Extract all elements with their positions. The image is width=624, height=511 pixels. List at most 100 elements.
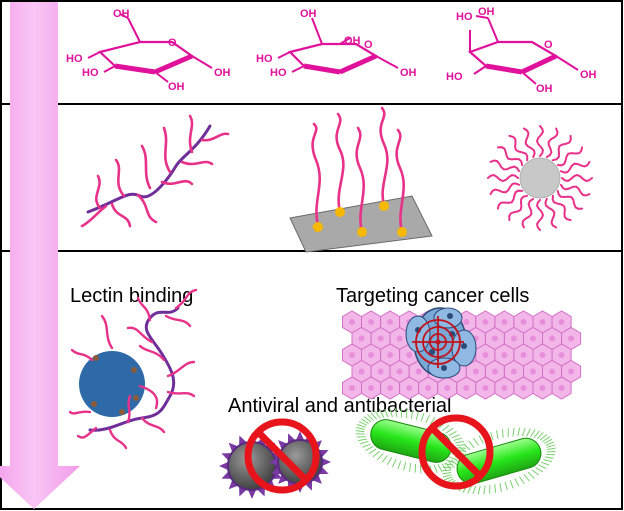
antiviral-illustration <box>219 418 331 499</box>
cell-nucleus <box>377 368 384 375</box>
bacteria-pilus <box>356 436 366 438</box>
bacteria-pilus <box>425 414 430 423</box>
bacteria-pilus <box>400 408 403 418</box>
nanoparticle-glycan-chain <box>556 189 584 210</box>
cell-nucleus <box>568 368 575 375</box>
sugar-3-label-lower-left: HO <box>446 71 463 83</box>
nanoparticle-glycan-chain <box>551 194 572 222</box>
cell-nucleus <box>530 335 536 342</box>
sugar-1-label-lower-left: HO <box>82 67 99 79</box>
bacteria-pilus <box>494 484 496 493</box>
sugar-1-label-top: OH <box>113 8 130 20</box>
bacteria-pilus <box>483 485 486 495</box>
cell-nucleus <box>387 385 394 391</box>
cell-nucleus <box>425 385 432 391</box>
virus-spike <box>269 458 278 466</box>
bacteria-pilus <box>473 438 479 446</box>
progression-arrow <box>0 2 80 509</box>
cell-nucleus <box>539 385 546 391</box>
cancer-targeting-illustration <box>342 307 582 400</box>
bacteria-pilus <box>540 461 550 466</box>
bacteria-pilus <box>363 416 372 423</box>
bacteria-pilus <box>365 446 374 451</box>
nanoparticle-glycan-chain <box>521 197 535 229</box>
bacteria-pilus <box>446 459 455 463</box>
cell-nucleus <box>482 319 489 325</box>
sugar-1-label-bottom: OH <box>168 81 185 93</box>
prohibit-bacteria-icon <box>418 414 494 490</box>
bacteria-pilus <box>403 461 407 471</box>
nanoparticle-glycan-chain <box>508 134 529 162</box>
sugar-3-label-top: OH <box>478 6 495 18</box>
nanoparticle-glycan-chain <box>559 160 591 174</box>
cell-nucleus <box>501 385 508 391</box>
virus-spike <box>278 474 288 484</box>
bacteria-pilus <box>361 418 369 424</box>
nanoparticle-glycan-chain <box>522 127 536 159</box>
bacteria-pilus <box>445 427 454 434</box>
virus-spike <box>278 440 288 450</box>
cell-nucleus <box>501 319 508 325</box>
sugar-2-label-right: OH <box>400 67 417 79</box>
cell-nucleus <box>368 319 375 325</box>
bacteria-pilus <box>437 464 443 473</box>
cell-nucleus <box>463 385 470 391</box>
cell-nucleus <box>349 319 355 325</box>
linear-glycopolymer <box>80 114 230 228</box>
bacteria-pilus <box>539 434 548 441</box>
bacteria-pilus <box>367 414 374 421</box>
bacteria-pilus <box>504 481 508 491</box>
bacteria-pilus <box>410 410 413 420</box>
bacteria-pilus <box>453 437 463 441</box>
cell-nucleus <box>396 335 403 342</box>
sugar-2-label-left: HO <box>256 53 273 65</box>
cell-nucleus <box>558 319 565 325</box>
bacteria-pilus <box>519 476 525 484</box>
cell-nucleus <box>406 352 413 358</box>
cell-nucleus <box>520 385 527 391</box>
cell-nucleus <box>415 368 422 375</box>
nanoparticle-glycan-chain <box>551 134 572 162</box>
bacteria-pilus <box>448 456 458 461</box>
bacteria-pilus <box>499 483 502 492</box>
cell-nucleus <box>387 319 394 325</box>
nanoparticle-glycan-chain <box>496 146 524 167</box>
cell-nucleus <box>406 385 413 391</box>
cell-nucleus <box>349 352 355 358</box>
bacteria-pilus <box>433 464 438 473</box>
bacteria-pilus <box>537 432 544 439</box>
bacteria-pilus <box>397 460 402 469</box>
bacteria-pilus <box>531 469 539 476</box>
nanoparticle-glycan-chain <box>544 197 558 229</box>
cell-nucleus <box>368 352 375 358</box>
bacteria-pilus <box>538 464 547 469</box>
lectin-binding-illustration <box>68 288 198 450</box>
cell-nucleus <box>520 352 527 358</box>
cell-nucleus <box>472 368 479 375</box>
bacteria-pilus <box>442 474 452 478</box>
bacteria-pilus <box>358 421 368 426</box>
nanoparticle-glycan-chain <box>561 173 593 182</box>
cell-nucleus <box>358 368 365 375</box>
bacteria-pilus <box>443 476 453 481</box>
bacteria-pilus <box>546 444 556 448</box>
bacteria-pilus <box>472 485 477 495</box>
cell-nucleus <box>501 352 508 358</box>
bacteria-pilus <box>478 435 484 444</box>
bacteria-pilus <box>357 438 367 441</box>
nanoparticle-glycan-chain <box>508 194 529 222</box>
cell-nucleus <box>539 352 546 358</box>
sugar-molecule-1: OH O HO HO OH OH <box>66 8 231 93</box>
bacteria-pilus <box>496 430 499 439</box>
bacteria-pilus <box>355 430 365 433</box>
bacteria-pilus <box>442 472 452 475</box>
cell-nucleus <box>491 368 498 375</box>
bacteria-pilus <box>459 446 467 453</box>
sugar-2-label-lower-left: HO <box>270 67 287 79</box>
bacteria-pilus <box>455 441 465 444</box>
sugar-1-label-ring-o: O <box>168 37 177 49</box>
cell-nucleus <box>444 385 451 391</box>
sugar-2-label-top: OH <box>300 8 317 20</box>
